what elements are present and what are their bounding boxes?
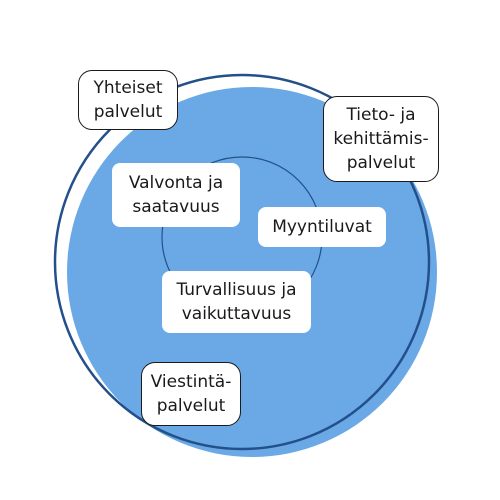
myyntiluvat-box: Myyntiluvat — [258, 207, 386, 247]
tieto-ja-kehittamispalvelut-box: Tieto- ja kehittämis- palvelut — [323, 96, 439, 182]
valvonta-ja-saatavuus-box: Valvonta ja saatavuus — [112, 163, 240, 227]
valvonta-ja-saatavuus-label: Valvonta ja saatavuus — [128, 173, 224, 217]
myyntiluvat-label: Myyntiluvat — [272, 217, 372, 237]
yhteiset-palvelut-label: Yhteiset palvelut — [93, 78, 163, 122]
turvallisuus-ja-vaikuttavuus-box: Turvallisuus ja vaikuttavuus — [162, 271, 311, 333]
viestintapalvelut-box: Viestintä- palvelut — [141, 362, 241, 426]
tieto-ja-kehittamispalvelut-label: Tieto- ja kehittämis- palvelut — [333, 105, 429, 173]
viestintapalvelut-label: Viestintä- palvelut — [150, 372, 232, 416]
yhteiset-palvelut-box: Yhteiset palvelut — [78, 70, 178, 130]
turvallisuus-ja-vaikuttavuus-label: Turvallisuus ja vaikuttavuus — [176, 280, 297, 324]
outer-circle-outline — [53, 73, 431, 451]
